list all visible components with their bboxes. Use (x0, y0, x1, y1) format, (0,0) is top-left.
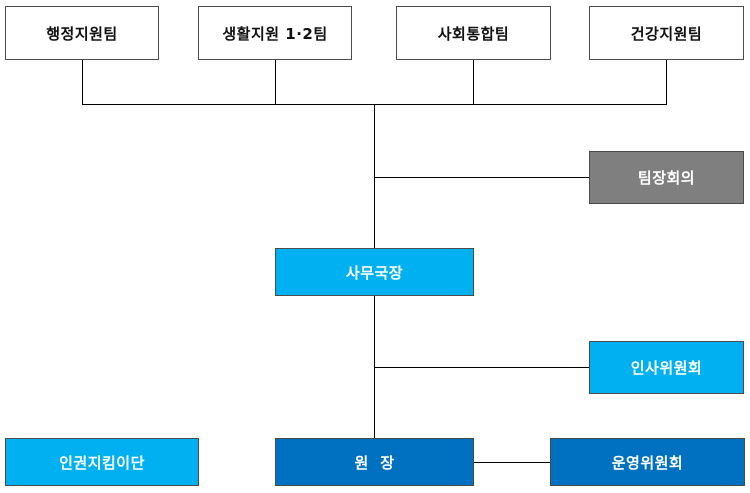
connector-team-4 (666, 59, 667, 105)
director-box: 원 장 (275, 438, 474, 486)
steering-committee-label: 운영위원회 (611, 453, 684, 472)
steering-committee-box: 운영위원회 (550, 438, 745, 486)
secretary-general-label: 사무국장 (345, 263, 404, 282)
director-label: 원 장 (354, 453, 395, 472)
team-box-life-support: 생활지원 1·2팀 (198, 6, 352, 60)
connector-team-meeting (374, 177, 590, 178)
team-meeting-label: 팀장회의 (637, 169, 696, 187)
team-label: 사회통합팀 (437, 24, 510, 43)
human-rights-group-label: 인권지킴이단 (59, 453, 145, 472)
team-box-health-support: 건강지원팀 (589, 6, 744, 60)
connector-team-2 (275, 59, 276, 105)
team-label: 행정지원팀 (46, 24, 118, 43)
connector-team-1 (82, 59, 83, 105)
connector-personnel-committee (374, 367, 590, 368)
connector-steering-committee (473, 462, 551, 463)
team-box-admin-support: 행정지원팀 (5, 6, 159, 60)
human-rights-group-box: 인권지킴이단 (5, 438, 199, 486)
team-meeting-box: 팀장회의 (589, 151, 744, 204)
team-box-social-integration: 사회통합팀 (396, 6, 551, 60)
team-label: 건강지원팀 (630, 24, 703, 43)
team-label: 생활지원 1·2팀 (222, 24, 328, 43)
personnel-committee-box: 인사위원회 (589, 341, 744, 394)
personnel-committee-label: 인사위원회 (630, 359, 703, 377)
connector-main-vertical-top (374, 104, 375, 249)
connector-team-3 (473, 59, 474, 105)
secretary-general-box: 사무국장 (275, 248, 474, 296)
